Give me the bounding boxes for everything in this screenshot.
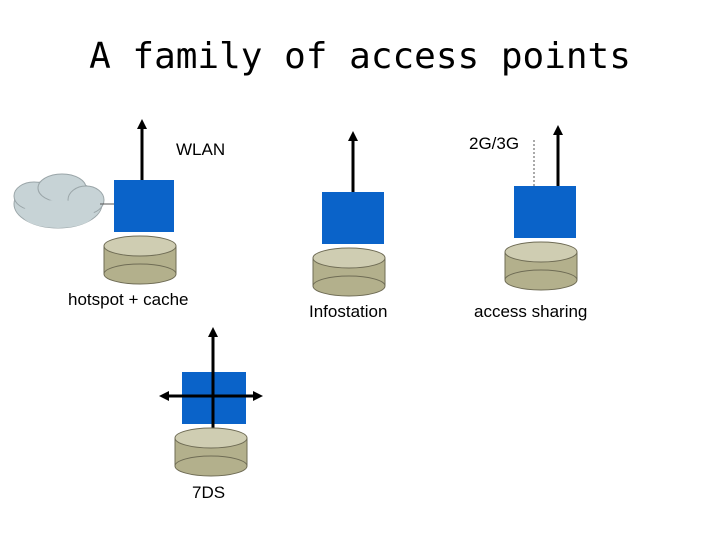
slide-title: A family of access points <box>89 36 631 77</box>
hotspot-box <box>114 180 174 232</box>
infostation-device <box>312 131 386 297</box>
cloud-icon <box>13 173 105 229</box>
seven-ds-disk-icon <box>174 427 248 477</box>
seven-ds-label: 7DS <box>192 483 226 502</box>
infostation-box <box>322 192 384 244</box>
access-sharing-disk-icon <box>504 241 578 291</box>
wlan-label: WLAN <box>176 140 226 159</box>
hotspot-disk-icon <box>103 235 177 285</box>
hotspot-label: hotspot + cache <box>68 290 189 309</box>
cellular-label: 2G/3G <box>469 134 520 153</box>
access-sharing-label: access sharing <box>474 302 588 321</box>
hotspot-device <box>103 119 177 285</box>
seven-ds-device <box>159 327 263 477</box>
access-sharing-box <box>514 186 576 238</box>
infostation-label: Infostation <box>309 302 388 321</box>
infostation-disk-icon <box>312 247 386 297</box>
access-sharing-device <box>504 125 578 291</box>
